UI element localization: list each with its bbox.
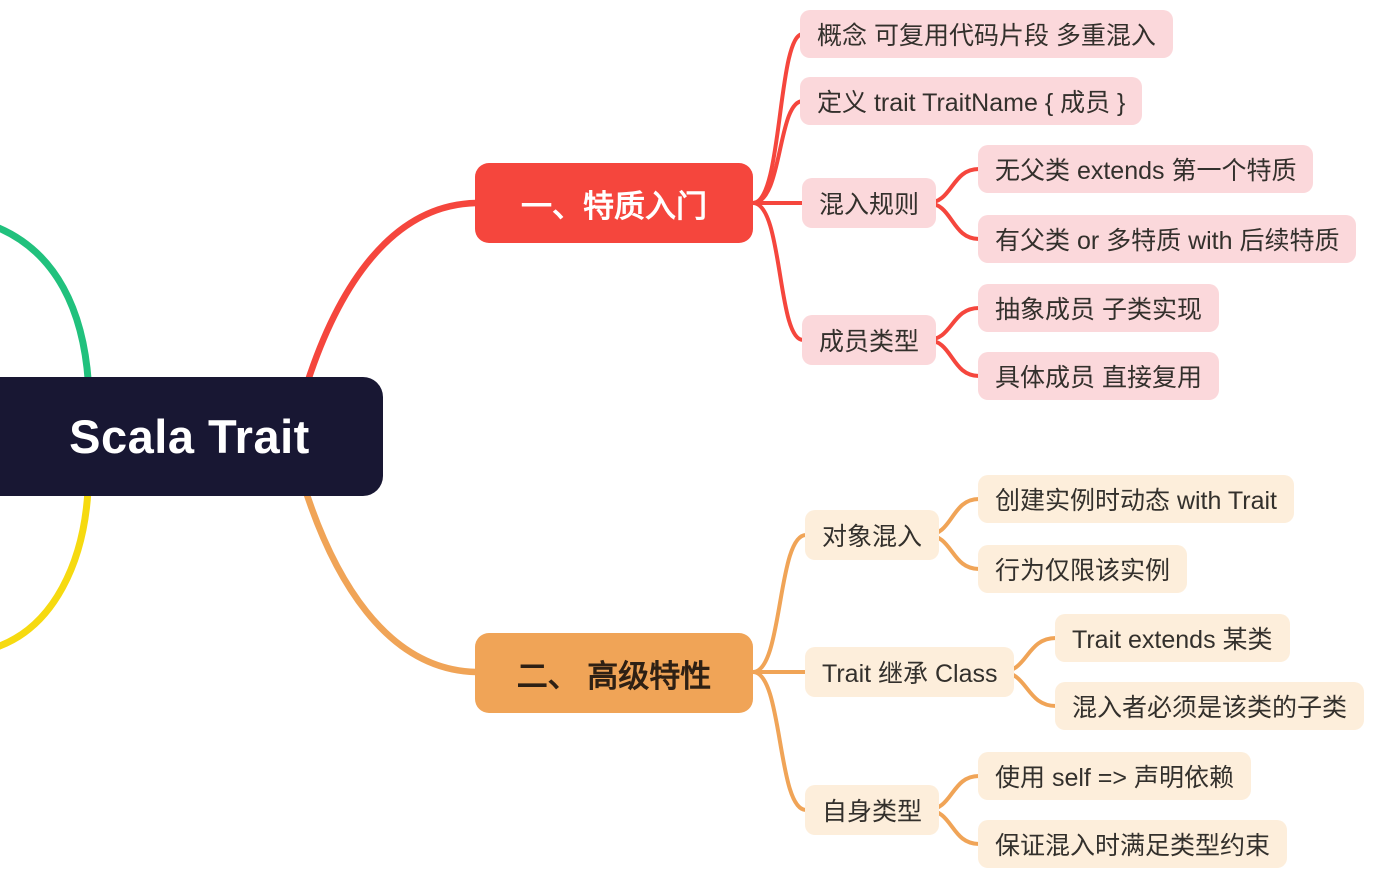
edge-root-branch1 bbox=[291, 199, 480, 429]
node-concrete-member[interactable]: 具体成员 直接复用 bbox=[978, 352, 1219, 400]
node-mixin-rule-with-parent[interactable]: 有父类 or 多特质 with 后续特质 bbox=[978, 215, 1357, 263]
edge-branch2-self-type bbox=[751, 670, 808, 812]
node-member-types[interactable]: 成员类型 bbox=[802, 315, 937, 365]
node-definition[interactable]: 定义 trait TraitName { 成员 } bbox=[800, 77, 1143, 125]
node-abstract-member[interactable]: 抽象成员 子类实现 bbox=[978, 284, 1219, 332]
node-trait-extends-some-class[interactable]: Trait extends 某类 bbox=[1055, 614, 1290, 662]
root-node[interactable]: Scala Trait bbox=[0, 377, 383, 496]
edge-branch2-object-mixin bbox=[751, 533, 808, 674]
node-mixin-rules[interactable]: 混入规则 bbox=[802, 178, 937, 228]
node-type-constraint-guarantee[interactable]: 保证混入时满足类型约束 bbox=[978, 820, 1288, 868]
node-concept[interactable]: 概念 可复用代码片段 多重混入 bbox=[800, 10, 1173, 58]
branch-node-trait-basics[interactable]: 一、特质入门 bbox=[475, 163, 753, 243]
node-mixer-must-be-subclass[interactable]: 混入者必须是该类的子类 bbox=[1055, 682, 1365, 730]
node-object-mixin[interactable]: 对象混入 bbox=[805, 510, 940, 560]
edge-left-yellow bbox=[0, 486, 92, 650]
branch-node-advanced-features[interactable]: 二、 高级特性 bbox=[475, 633, 753, 713]
edge-branch1-member-types bbox=[751, 201, 805, 342]
node-self-arrow-dependency[interactable]: 使用 self => 声明依赖 bbox=[978, 752, 1251, 800]
node-trait-extends-class[interactable]: Trait 继承 Class bbox=[805, 647, 1015, 697]
node-mixin-rule-no-parent[interactable]: 无父类 extends 第一个特质 bbox=[978, 145, 1314, 193]
node-self-type[interactable]: 自身类型 bbox=[805, 785, 940, 835]
edge-root-branch2 bbox=[291, 451, 480, 676]
edge-branch1-concept bbox=[751, 32, 805, 205]
edge-left-green bbox=[0, 224, 93, 399]
edge-branch1-definition bbox=[751, 99, 805, 205]
node-instance-only-behavior[interactable]: 行为仅限该实例 bbox=[978, 545, 1188, 593]
node-dynamic-with-trait[interactable]: 创建实例时动态 with Trait bbox=[978, 475, 1294, 523]
